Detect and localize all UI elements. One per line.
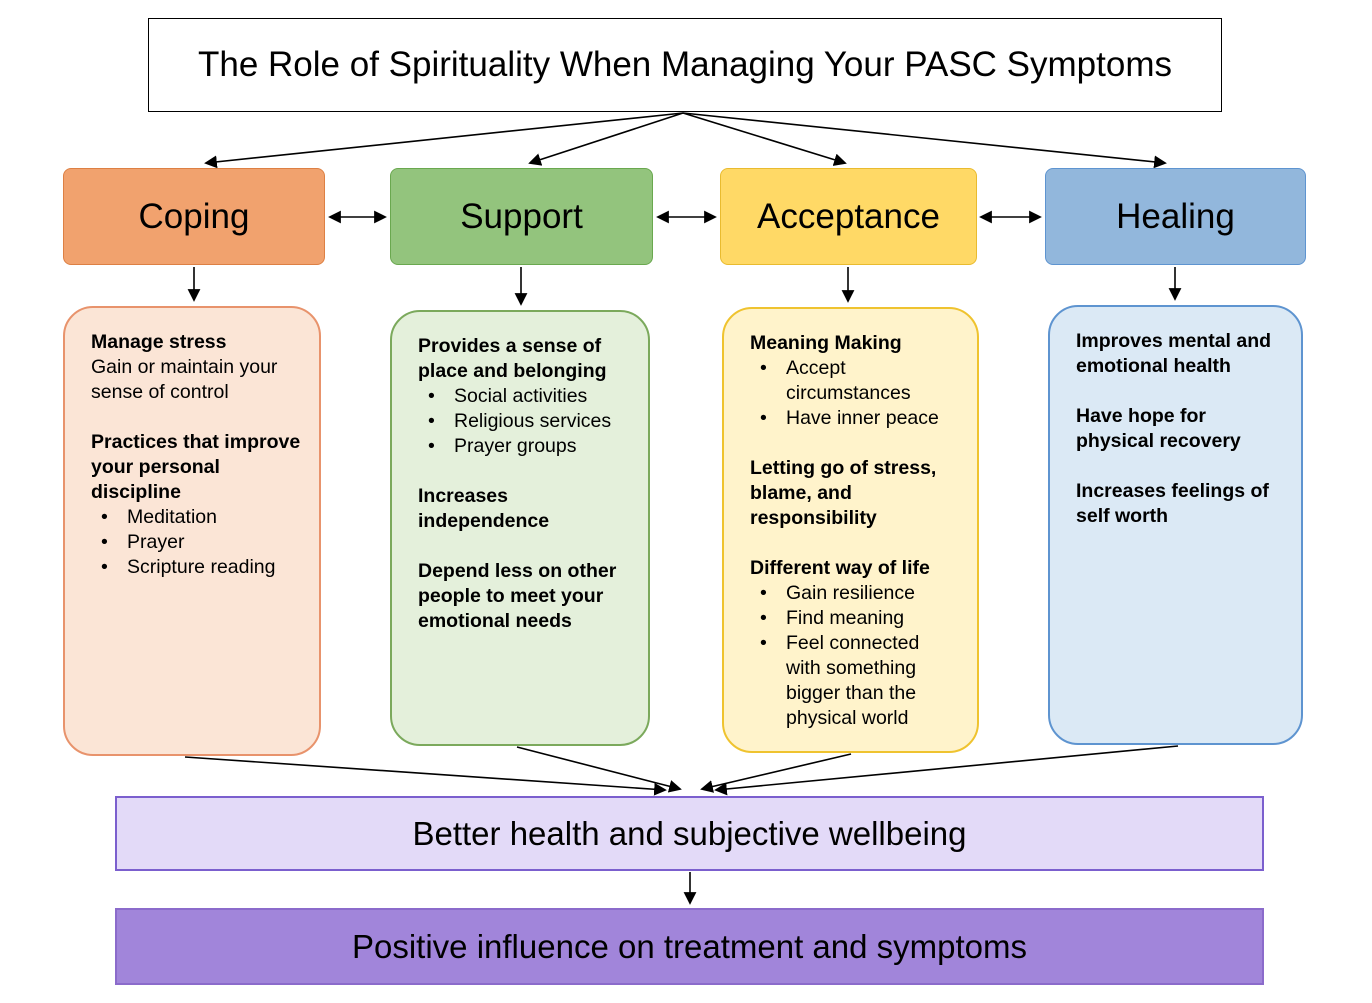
detail-box-coping: Manage stress Gain or maintain your sens…	[63, 306, 321, 756]
title-box: The Role of Spirituality When Managing Y…	[148, 18, 1222, 112]
bullet-item: Scripture reading	[91, 555, 301, 580]
detail-heading: Increases feelings of self worth	[1076, 480, 1269, 527]
detail-heading: Manage stress	[91, 331, 227, 353]
detail-heading: Improves mental and emotional health	[1076, 330, 1272, 377]
column-header-label: Coping	[138, 196, 250, 236]
detail-heading: Increases independence	[418, 485, 550, 532]
bullet-item: Religious services	[418, 409, 630, 434]
bullet-item: Accept circumstances	[750, 356, 959, 406]
column-header-label: Acceptance	[757, 196, 940, 236]
detail-box-healing: Improves mental and emotional health Hav…	[1048, 305, 1303, 745]
detail-heading: Different way of life	[750, 557, 930, 579]
detail-block: Improves mental and emotional health	[1076, 329, 1283, 379]
detail-box-support: Provides a sense of place and belonging …	[390, 310, 650, 746]
detail-heading: Provides a sense of place and belonging	[418, 335, 607, 382]
column-header-label: Healing	[1116, 196, 1235, 236]
outcome-box-secondary: Positive influence on treatment and symp…	[115, 908, 1264, 985]
detail-block: Increases independence	[418, 484, 630, 534]
outcome-secondary-label: Positive influence on treatment and symp…	[351, 927, 1027, 965]
detail-box-acceptance: Meaning Making Accept circumstances Have…	[722, 307, 979, 753]
title-fanout-arrows	[204, 112, 1167, 169]
detail-block: Depend less on other people to meet your…	[418, 559, 630, 634]
detail-block: Letting go of stress, blame, and respons…	[750, 456, 959, 531]
detail-convergence-arrows	[184, 745, 1179, 796]
outcome-primary-label: Better health and subjective wellbeing	[412, 814, 967, 852]
detail-block: Manage stress Gain or maintain your sens…	[91, 330, 301, 405]
bullet-list: Meditation Prayer Scripture reading	[91, 505, 301, 580]
column-header-acceptance: Acceptance	[720, 168, 977, 265]
bullet-item: Prayer groups	[418, 434, 630, 459]
bullet-item: Feel connected with something bigger tha…	[750, 631, 959, 731]
diagram-title: The Role of Spirituality When Managing Y…	[198, 45, 1172, 84]
header-to-detail-arrows	[187, 267, 1182, 306]
detail-block: Have hope for physical recovery	[1076, 404, 1283, 454]
detail-text: Gain or maintain your sense of control	[91, 356, 278, 403]
detail-heading: Have hope for physical recovery	[1076, 405, 1241, 452]
bullet-item: Prayer	[91, 530, 301, 555]
column-header-healing: Healing	[1045, 168, 1306, 265]
bullet-item: Social activities	[418, 384, 630, 409]
detail-heading: Practices that improve your personal dis…	[91, 431, 301, 503]
detail-block: Provides a sense of place and belonging …	[418, 334, 630, 459]
column-header-coping: Coping	[63, 168, 325, 265]
column-header-support: Support	[390, 168, 653, 265]
detail-block: Increases feelings of self worth	[1076, 479, 1283, 529]
detail-heading: Letting go of stress, blame, and respons…	[750, 457, 937, 529]
bullet-list: Gain resilience Find meaning Feel connec…	[750, 581, 959, 731]
detail-block: Practices that improve your personal dis…	[91, 430, 301, 580]
column-header-label: Support	[460, 196, 583, 236]
bullet-item: Have inner peace	[750, 406, 959, 431]
bullet-item: Gain resilience	[750, 581, 959, 606]
outcome-box-primary: Better health and subjective wellbeing	[115, 796, 1264, 871]
detail-block: Different way of life Gain resilience Fi…	[750, 556, 959, 731]
detail-block: Meaning Making Accept circumstances Have…	[750, 331, 959, 431]
detail-heading: Depend less on other people to meet your…	[418, 560, 617, 632]
bullet-list: Accept circumstances Have inner peace	[750, 356, 959, 431]
bullet-list: Social activities Religious services Pra…	[418, 384, 630, 459]
detail-heading: Meaning Making	[750, 332, 902, 354]
bullet-item: Find meaning	[750, 606, 959, 631]
bullet-item: Meditation	[91, 505, 301, 530]
